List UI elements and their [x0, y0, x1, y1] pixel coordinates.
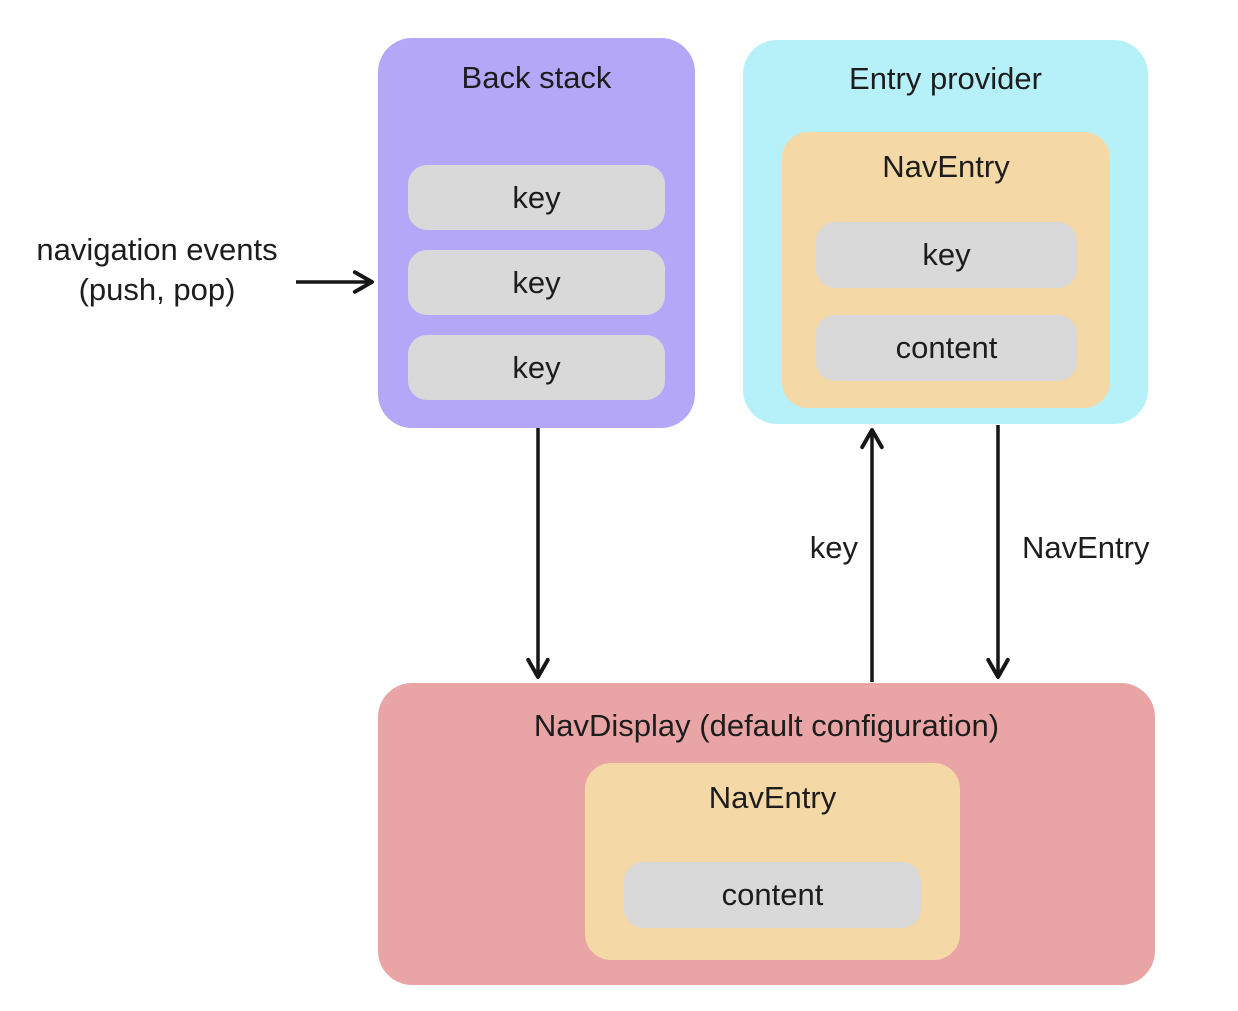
nav-display-nav-entry-box: NavEntry content: [585, 763, 960, 960]
nav-entry-title: NavEntry: [708, 780, 837, 815]
navigation-events-label: navigation events (push, pop): [6, 230, 308, 310]
key-pill: key: [408, 335, 665, 400]
key-pill: key: [408, 165, 665, 230]
entry-provider-title: Entry provider: [849, 61, 1042, 96]
nav-entry-arrow-label: NavEntry: [1022, 530, 1150, 565]
key-pill: key: [816, 222, 1077, 288]
content-pill: content: [816, 315, 1077, 381]
nav-display-title: NavDisplay (default configuration): [533, 708, 1000, 743]
navigation-events-line2: (push, pop): [78, 272, 236, 307]
key-arrow-label: key: [809, 530, 858, 565]
nav-display-box: NavDisplay (default configuration) NavEn…: [378, 683, 1155, 985]
nav-entry-title: NavEntry: [882, 149, 1010, 184]
key-pill: key: [408, 250, 665, 315]
entry-provider-box: Entry provider NavEntry key content: [743, 40, 1148, 424]
nav-entry-field-list: key content: [816, 222, 1077, 381]
back-stack-key-list: key key key: [408, 165, 665, 400]
navigation-events-line1: navigation events: [36, 232, 278, 267]
content-pill: content: [624, 862, 921, 928]
back-stack-box: Back stack key key key: [378, 38, 695, 428]
back-stack-title: Back stack: [461, 60, 612, 95]
entry-provider-nav-entry-box: NavEntry key content: [782, 132, 1110, 408]
